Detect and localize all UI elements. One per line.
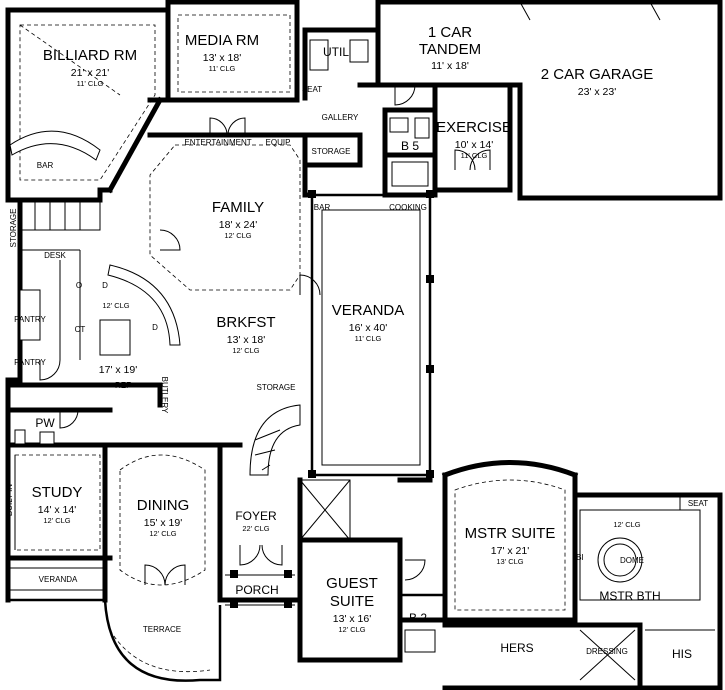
terrace-label: TERRACE — [143, 625, 181, 634]
dining-clg: 12' CLG — [149, 529, 176, 538]
doors — [39, 84, 491, 586]
family-clg: 12' CLG — [224, 231, 251, 240]
storage-left-label: STORAGE — [9, 209, 18, 248]
guest-suite-name-line1: GUEST — [326, 575, 378, 592]
media-room-name: MEDIA RM — [185, 32, 259, 49]
family-dim: 18' x 24' — [219, 219, 257, 231]
entertainment-label: ENTERTAINMENT — [184, 138, 251, 147]
tandem-name-line2: TANDEM — [419, 41, 481, 58]
veranda-left-label: VERANDA — [39, 575, 78, 584]
storage-top-label: STORAGE — [312, 147, 351, 156]
exercise-dim: 10' x 14' — [455, 139, 493, 151]
pantry-label-2: PANTRY — [14, 358, 46, 367]
bath-seat-label: SEAT — [688, 499, 708, 508]
equip-label: EQUIP — [266, 138, 291, 147]
porch-name: PORCH — [235, 583, 278, 597]
garage-dim: 23' x 23' — [578, 86, 616, 98]
dome-label: DOME — [620, 556, 644, 565]
veranda-clg: 11' CLG — [355, 334, 382, 343]
master-bath-name: MSTR BTH — [599, 589, 660, 603]
walls — [5, 0, 723, 690]
master-bath-clg: 12' CLG — [613, 520, 640, 529]
master-suite-name: MSTR SUITE — [465, 525, 556, 542]
built-in-label: BUILT IN — [5, 484, 14, 516]
brkfst-dim: 13' x 18' — [227, 334, 265, 346]
kitchen-dim: 17' x 19' — [99, 364, 137, 376]
ref-label: REF — [115, 381, 131, 390]
master-suite-clg: 13' CLG — [496, 557, 523, 566]
brkfst-name: BRKFST — [216, 314, 275, 331]
billiard-room-dim: 21' x 21' — [71, 67, 109, 79]
foyer-name: FOYER — [235, 509, 277, 523]
util-name: UTIL — [323, 45, 349, 59]
family-bar-label: BAR — [314, 203, 331, 212]
family-name: FAMILY — [212, 199, 264, 216]
veranda-dim: 16' x 40' — [349, 322, 387, 334]
hers-closet-name: HERS — [500, 641, 533, 655]
interior-details — [8, 1, 715, 681]
built-in-bi-label: BI — [576, 553, 584, 562]
dishwasher-label-2: D — [152, 323, 158, 332]
desk-label: DESK — [44, 251, 66, 260]
gallery-label: GALLERY — [322, 113, 359, 122]
tandem-dim: 11' x 18' — [431, 60, 469, 72]
util-seat-label: SEAT — [302, 85, 322, 94]
study-name: STUDY — [32, 484, 83, 501]
kitchen-clg: 12' CLG — [102, 301, 129, 310]
butlery-label: BUTLERY — [160, 377, 169, 414]
his-closet-name: HIS — [672, 647, 692, 661]
exercise-clg: 11' CLG — [461, 151, 488, 160]
brkfst-clg: 12' CLG — [232, 346, 259, 355]
bath5-label: B 5 — [401, 139, 419, 153]
veranda-name: VERANDA — [332, 302, 405, 319]
bath2-label: B 2 — [409, 611, 427, 625]
study-dim: 14' x 14' — [38, 504, 76, 516]
dining-dim: 15' x 19' — [144, 517, 182, 529]
guest-suite-clg: 12' CLG — [338, 625, 365, 634]
billiard-bar-label: BAR — [37, 161, 54, 170]
pantry-label-1: PANTRY — [14, 315, 46, 324]
study-clg: 12' CLG — [43, 516, 70, 525]
oven-label: O — [76, 281, 82, 290]
media-room-clg: 11' CLG — [209, 64, 236, 73]
exercise-name: EXERCISE — [436, 119, 512, 136]
dishwasher-label-1: D — [102, 281, 108, 290]
dining-name: DINING — [137, 497, 190, 514]
cooktop-label: CT — [75, 325, 86, 334]
dressing-label: DRESSING — [586, 647, 628, 656]
guest-suite-name-line2: SUITE — [330, 593, 374, 610]
powder-room-label: PW — [35, 416, 55, 430]
tandem-name-line1: 1 CAR — [428, 24, 472, 41]
storage-stair-label: STORAGE — [257, 383, 296, 392]
master-suite-dim: 17' x 21' — [491, 545, 529, 557]
foyer-clg: 22' CLG — [242, 524, 269, 533]
billiard-room-name: BILLIARD RM — [43, 47, 137, 64]
garage-name: 2 CAR GARAGE — [541, 66, 654, 83]
room-labels: BILLIARD RM 21' x 21' 11' CLG BAR MEDIA … — [5, 24, 708, 661]
guest-suite-dim: 13' x 16' — [333, 613, 371, 625]
cooking-label: COOKING — [389, 203, 427, 212]
media-room-dim: 13' x 18' — [203, 52, 241, 64]
billiard-room-clg: 11' CLG — [77, 79, 104, 88]
